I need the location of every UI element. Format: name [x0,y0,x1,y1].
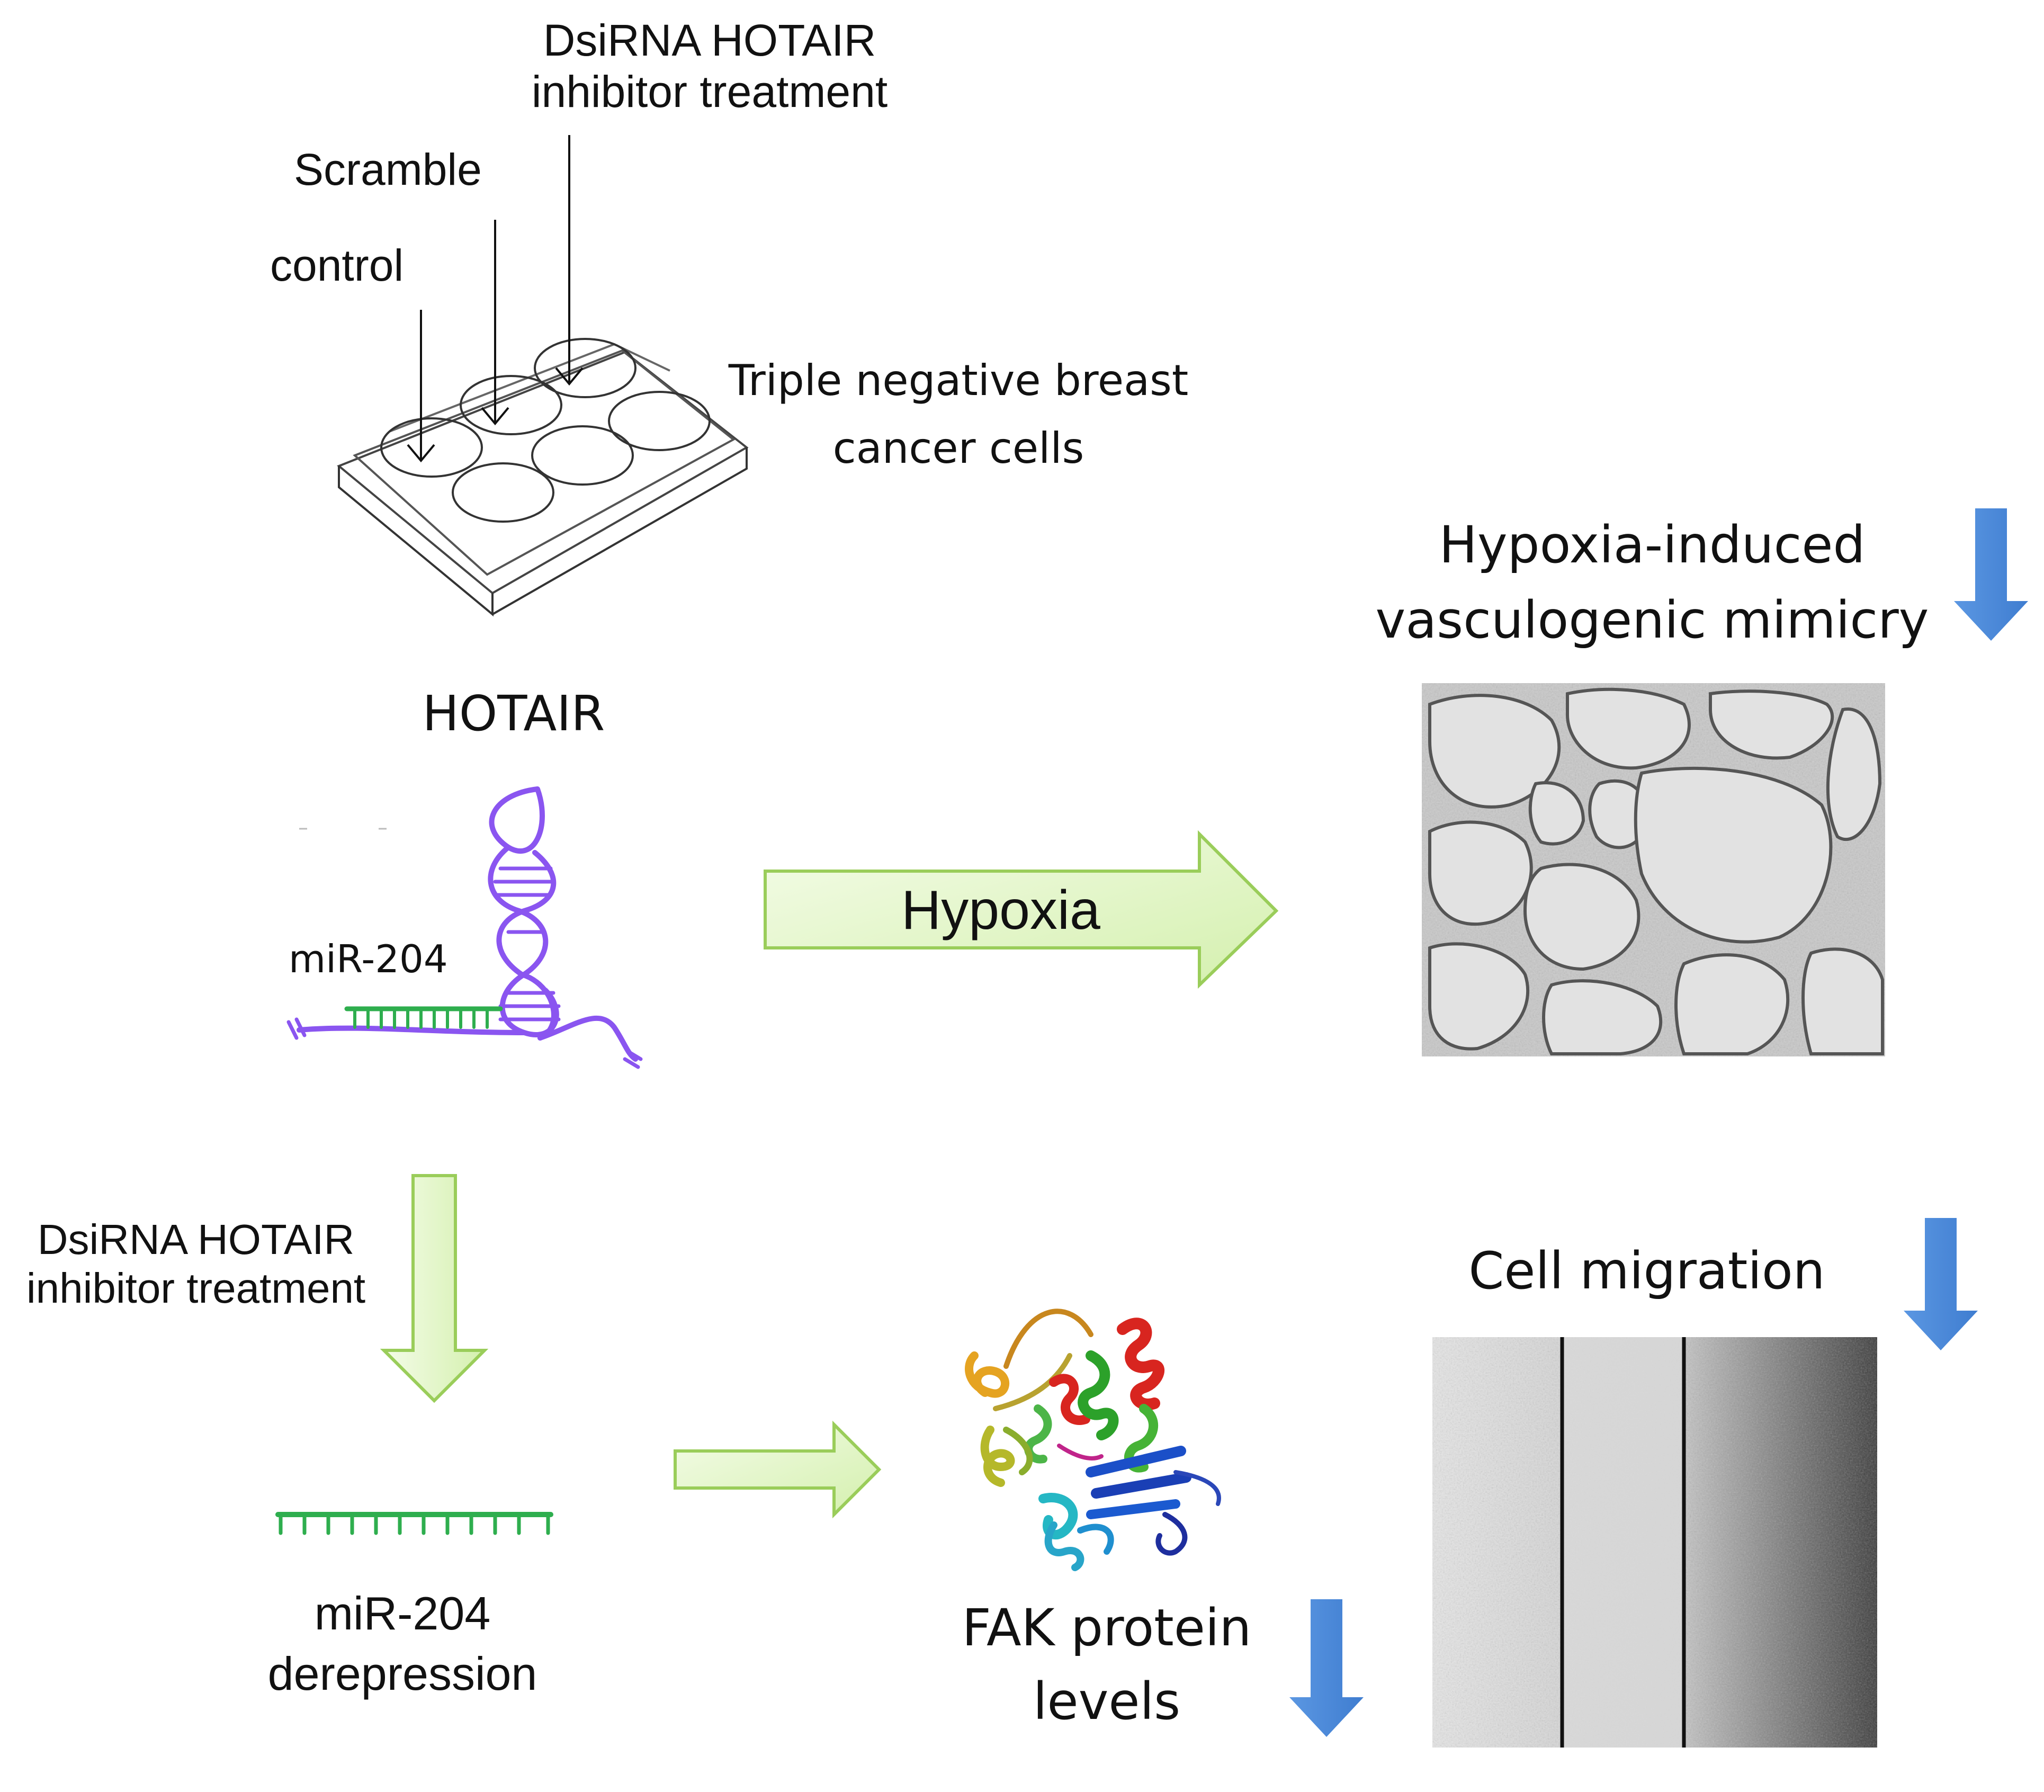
vm-title-line1: Hypoxia-induced [1439,515,1866,575]
mir204-bound-label: miR-204 [289,937,448,981]
mir204-to-fak-arrow [674,1420,882,1519]
treatment-line2: inhibitor treatment [26,1265,366,1312]
cell-migration-micrograph [1432,1337,1877,1748]
fak-label: FAK protein levels [937,1591,1276,1739]
cells-label: Triple negative breast cancer cells [720,347,1197,482]
fak-decrease-arrow [1289,1599,1364,1737]
vm-title-line2: vasculogenic mimicry [1375,590,1929,650]
cells-line2: cancer cells [832,424,1084,473]
fak-line1: FAK protein [962,1598,1252,1657]
vasculogenic-mimicry-micrograph [1422,683,1885,1056]
free-mir204-strand [275,1512,553,1535]
mir204-line2: derepression [267,1647,537,1700]
hypoxia-arrow [764,830,1279,989]
plate-pointer-arrows [407,135,584,463]
treatment-down-arrow [380,1174,489,1403]
mir204-derepression-text: miR-204 derepression [222,1583,582,1705]
control-label: control [270,240,404,290]
plate-dsirna-label: DsiRNA HOTAIR inhibitor treatment [508,15,911,117]
plate-dsirna-line1: DsiRNA HOTAIR [543,15,876,65]
treatment-line1: DsiRNA HOTAIR [37,1216,355,1263]
hotair-rna-structure [286,786,643,1069]
vm-title: Hypoxia-induced vasculogenic mimicry [1366,507,1938,658]
six-well-plate [337,338,749,617]
scramble-label: Scramble [294,145,482,194]
plate-dsirna-line2: inhibitor treatment [531,66,888,117]
migration-title: Cell migration [1468,1241,1825,1301]
hotair-title: HOTAIR [422,685,605,742]
fak-protein-structure [965,1309,1221,1571]
migration-decrease-arrow [1904,1218,1978,1350]
fak-line2: levels [1033,1672,1181,1732]
hypoxia-label: Hypoxia [901,880,1100,941]
vm-decrease-arrow [1954,508,2028,641]
mir204-line1: miR-204 [314,1587,491,1639]
cells-line1: Triple negative breast [728,356,1189,405]
treatment-label: DsiRNA HOTAIR inhibitor treatment [11,1215,381,1313]
